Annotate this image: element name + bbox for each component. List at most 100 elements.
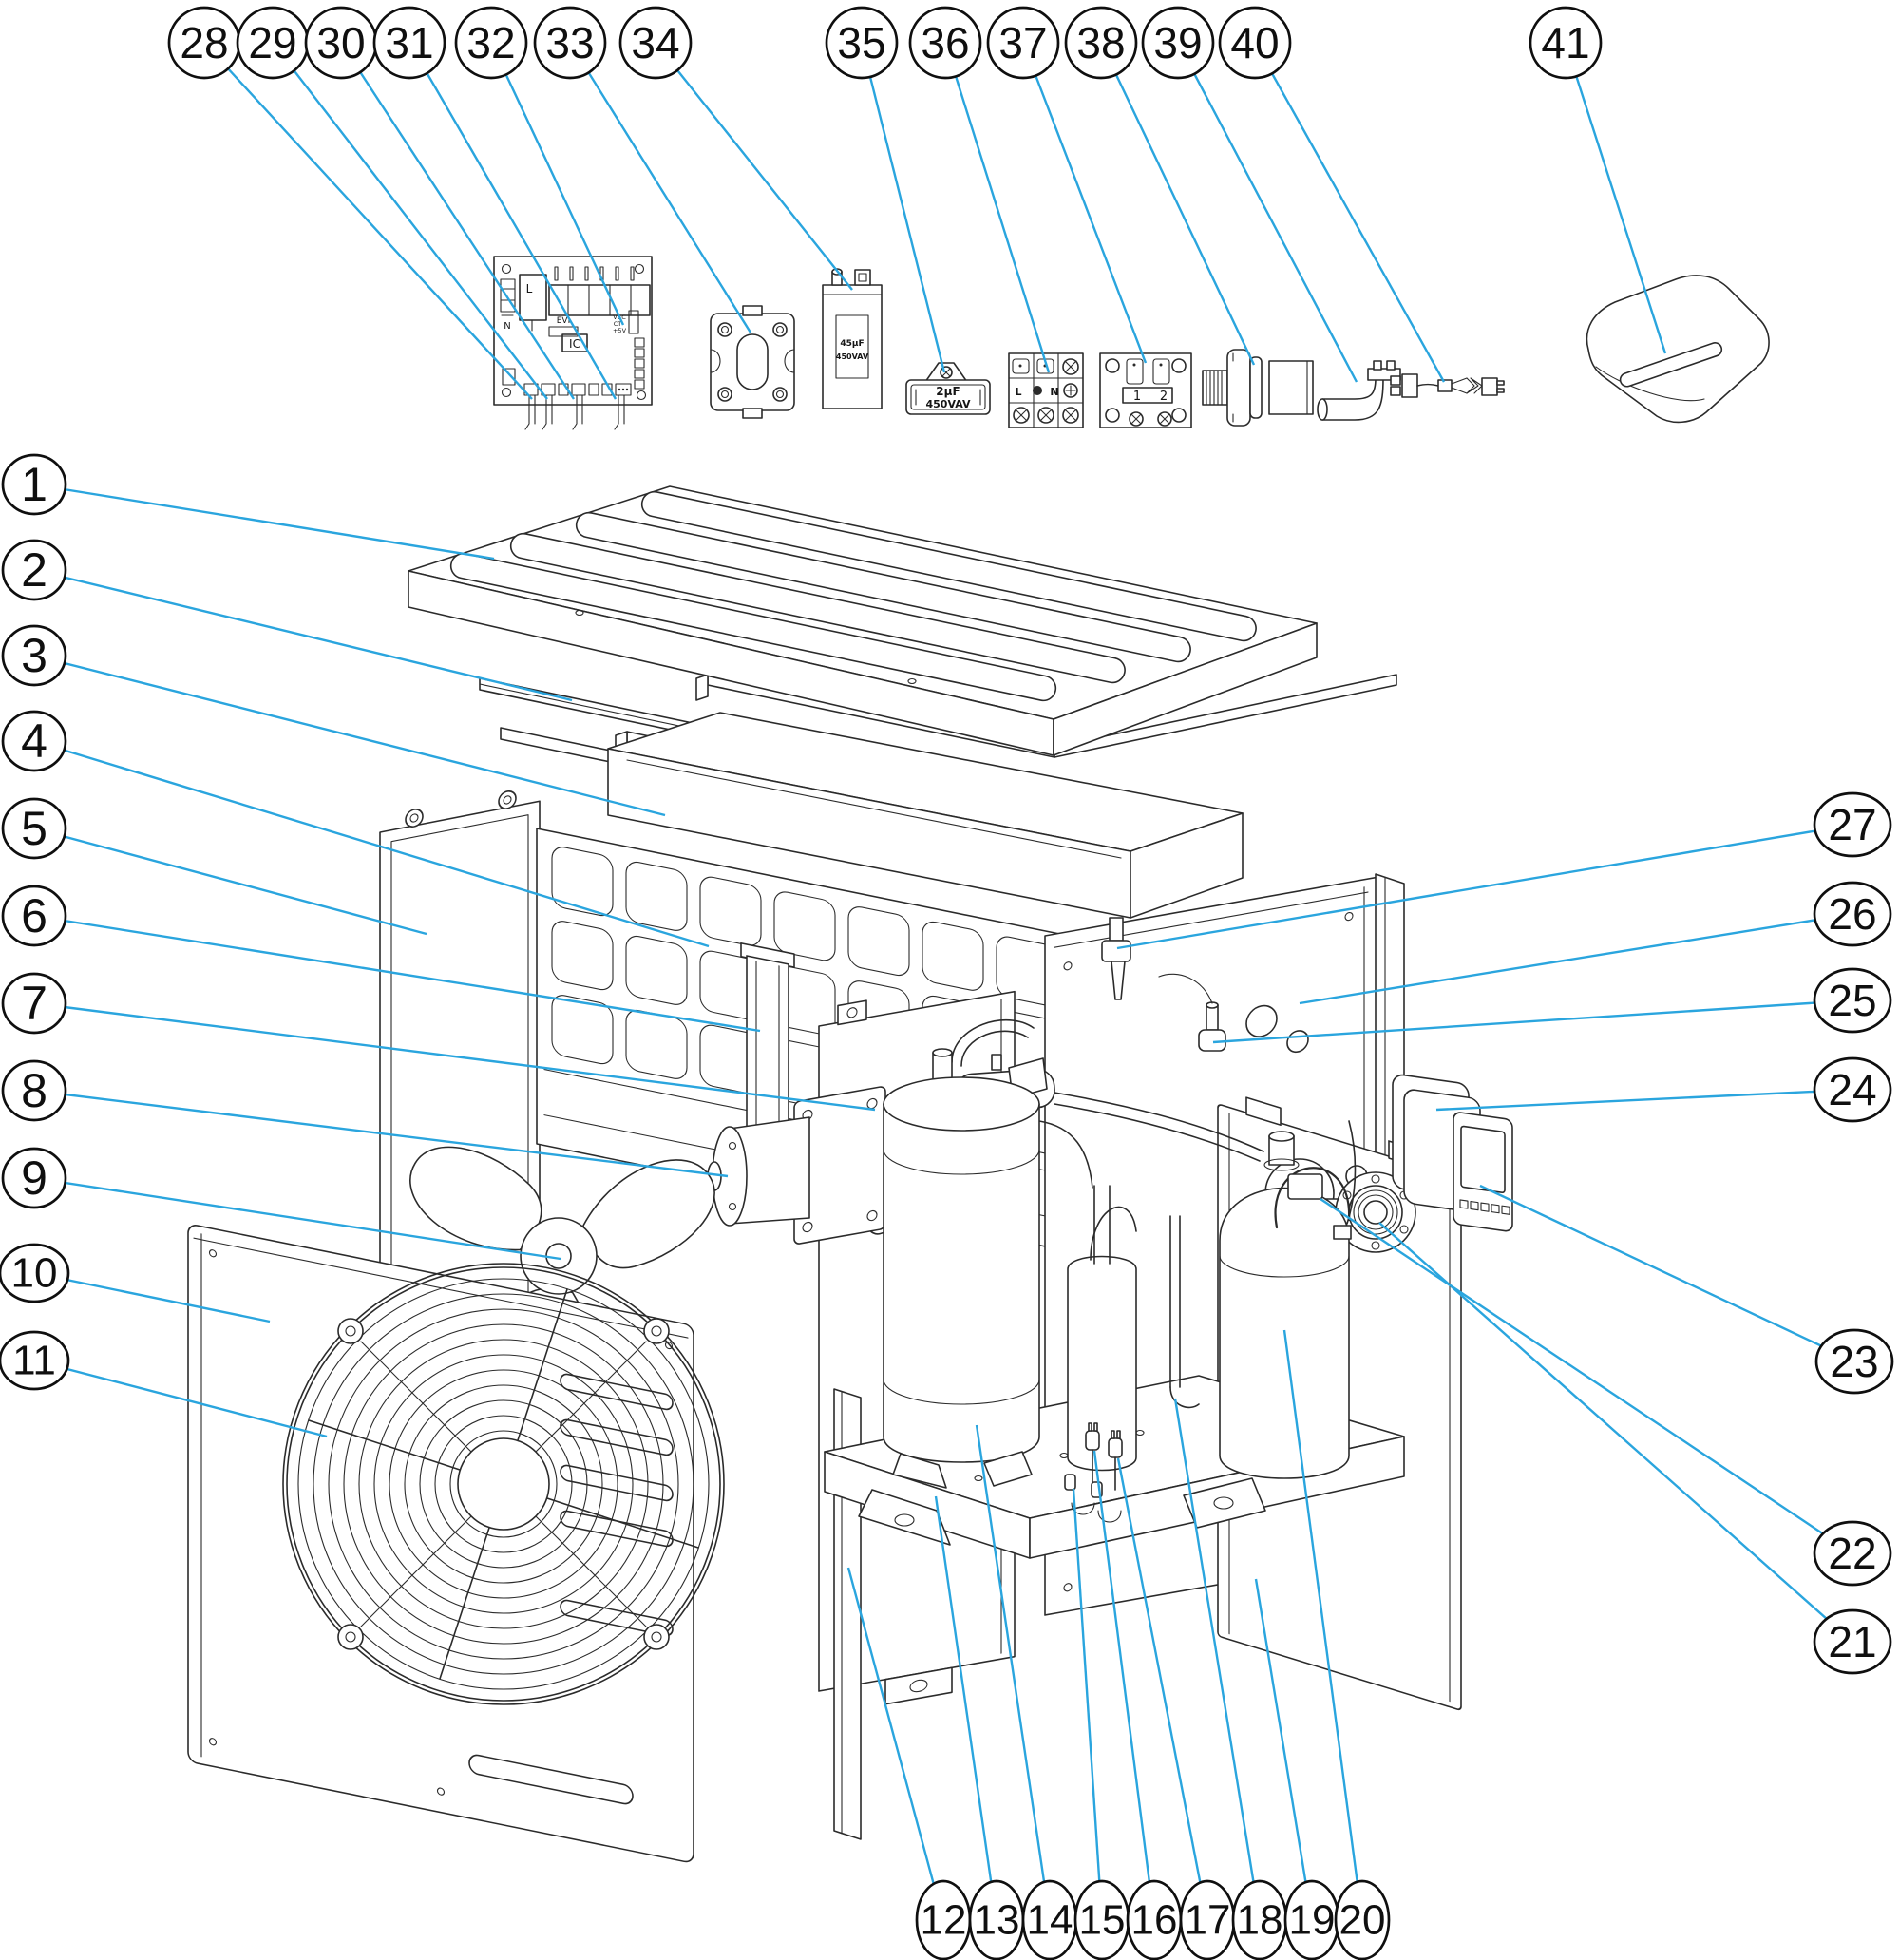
leader-line-3	[33, 654, 666, 817]
leader-line-22	[1320, 1198, 1853, 1554]
callout-circle-27	[1813, 791, 1892, 858]
callout-41: 41	[1529, 6, 1667, 354]
callout-number-17: 17	[1185, 1897, 1231, 1944]
leader-line-19	[1254, 1578, 1314, 1921]
callout-circle-2	[1, 539, 67, 601]
terminal-power-l: L	[1015, 386, 1021, 398]
callout-circle-37	[986, 6, 1060, 80]
callout-38: 38	[1064, 6, 1256, 366]
leader-line-1	[33, 483, 495, 561]
callout-circle-22	[1813, 1520, 1892, 1587]
callout-25: 25	[1212, 967, 1892, 1044]
callout-number-8: 8	[21, 1064, 48, 1117]
callout-circle-25	[1813, 967, 1892, 1034]
terminal-signal-2: 2	[1160, 390, 1168, 404]
callout-number-29: 29	[248, 18, 296, 67]
callout-circle-11	[0, 1330, 70, 1391]
leader-line-13	[934, 1495, 998, 1921]
leader-line-37	[1021, 42, 1148, 364]
callout-23: 23	[1479, 1184, 1894, 1395]
callout-circle-6	[1, 885, 67, 947]
callout-circle-41	[1529, 6, 1603, 80]
drain-elbow	[1317, 360, 1401, 421]
callout-3: 3	[1, 624, 666, 817]
callout-10: 10	[0, 1243, 271, 1323]
control-pcb: L EVI VCC CT +5V N IC	[493, 256, 653, 430]
callout-7: 7	[1, 972, 876, 1112]
refrigerant-pipes	[951, 1019, 1264, 1409]
callout-circle-38	[1064, 6, 1138, 80]
callout-12: 12	[846, 1567, 972, 1960]
callout-number-26: 26	[1828, 889, 1876, 939]
callout-circle-39	[1141, 6, 1215, 80]
callout-31: 31	[372, 6, 618, 400]
wire-harness	[1390, 373, 1505, 398]
callout-13: 13	[934, 1495, 1025, 1960]
callout-number-22: 22	[1828, 1529, 1876, 1578]
callout-number-35: 35	[837, 18, 885, 67]
callout-number-36: 36	[921, 18, 969, 67]
leader-line-30	[339, 42, 576, 400]
callout-circle-36	[908, 6, 982, 80]
fan-guard	[286, 1266, 721, 1702]
pcb-label-n: N	[504, 321, 510, 332]
callout-number-41: 41	[1541, 18, 1589, 67]
front-panel	[187, 1224, 725, 1863]
callout-number-9: 9	[21, 1151, 48, 1205]
leader-line-15	[1072, 1488, 1104, 1921]
callout-number-16: 16	[1131, 1897, 1178, 1944]
callout-14: 14	[975, 1424, 1078, 1960]
callout-15: 15	[1072, 1488, 1130, 1960]
leader-line-6	[33, 914, 761, 1033]
pcb-label-ct: CT	[614, 320, 622, 328]
leader-line-36	[943, 42, 1051, 373]
callout-circle-32	[454, 6, 528, 80]
callout-34: 34	[618, 6, 853, 291]
callout-circle-35	[825, 6, 899, 80]
leader-line-2	[33, 568, 573, 702]
pcb-label-evi: EVI	[557, 316, 571, 326]
callout-26: 26	[1299, 881, 1892, 1005]
leader-line-35	[860, 42, 946, 373]
callout-30: 30	[304, 6, 576, 400]
callout-number-15: 15	[1079, 1897, 1126, 1944]
leader-line-28	[203, 42, 533, 400]
callout-1: 1	[1, 453, 495, 561]
leader-line-20	[1282, 1329, 1364, 1921]
callout-8: 8	[1, 1059, 729, 1178]
leader-line-14	[975, 1424, 1052, 1921]
callout-circle-1	[1, 453, 67, 516]
callout-32: 32	[454, 6, 625, 326]
callout-number-12: 12	[921, 1897, 967, 1944]
leader-line-38	[1099, 42, 1256, 366]
callout-number-23: 23	[1830, 1337, 1878, 1386]
display-controller	[1453, 1112, 1513, 1232]
callout-27: 27	[1116, 791, 1892, 950]
leader-line-24	[1435, 1088, 1853, 1112]
callout-40: 40	[1218, 6, 1446, 383]
leader-line-16	[1092, 1450, 1156, 1921]
leader-line-34	[655, 42, 853, 291]
leader-line-17	[1116, 1457, 1209, 1921]
callout-2: 2	[1, 539, 573, 702]
callout-circle-21	[1813, 1608, 1892, 1675]
callout-number-24: 24	[1828, 1065, 1876, 1114]
leader-line-21	[1378, 1222, 1853, 1643]
callout-number-11: 11	[12, 1338, 56, 1384]
callout-number-31: 31	[385, 18, 433, 67]
callout-18: 18	[1173, 1398, 1288, 1960]
callout-number-27: 27	[1828, 800, 1876, 849]
callout-number-37: 37	[998, 18, 1047, 67]
accumulator	[1067, 1185, 1137, 1472]
leader-line-12	[846, 1567, 945, 1921]
callout-circle-33	[533, 6, 607, 80]
callout-circle-26	[1813, 881, 1892, 947]
pcb-label-l: L	[526, 282, 533, 295]
callout-number-2: 2	[21, 543, 48, 597]
callout-19: 19	[1254, 1578, 1340, 1960]
callout-number-30: 30	[316, 18, 365, 67]
callout-circle-23	[1814, 1328, 1894, 1395]
compressor	[883, 1048, 1048, 1489]
callout-number-21: 21	[1828, 1617, 1876, 1666]
